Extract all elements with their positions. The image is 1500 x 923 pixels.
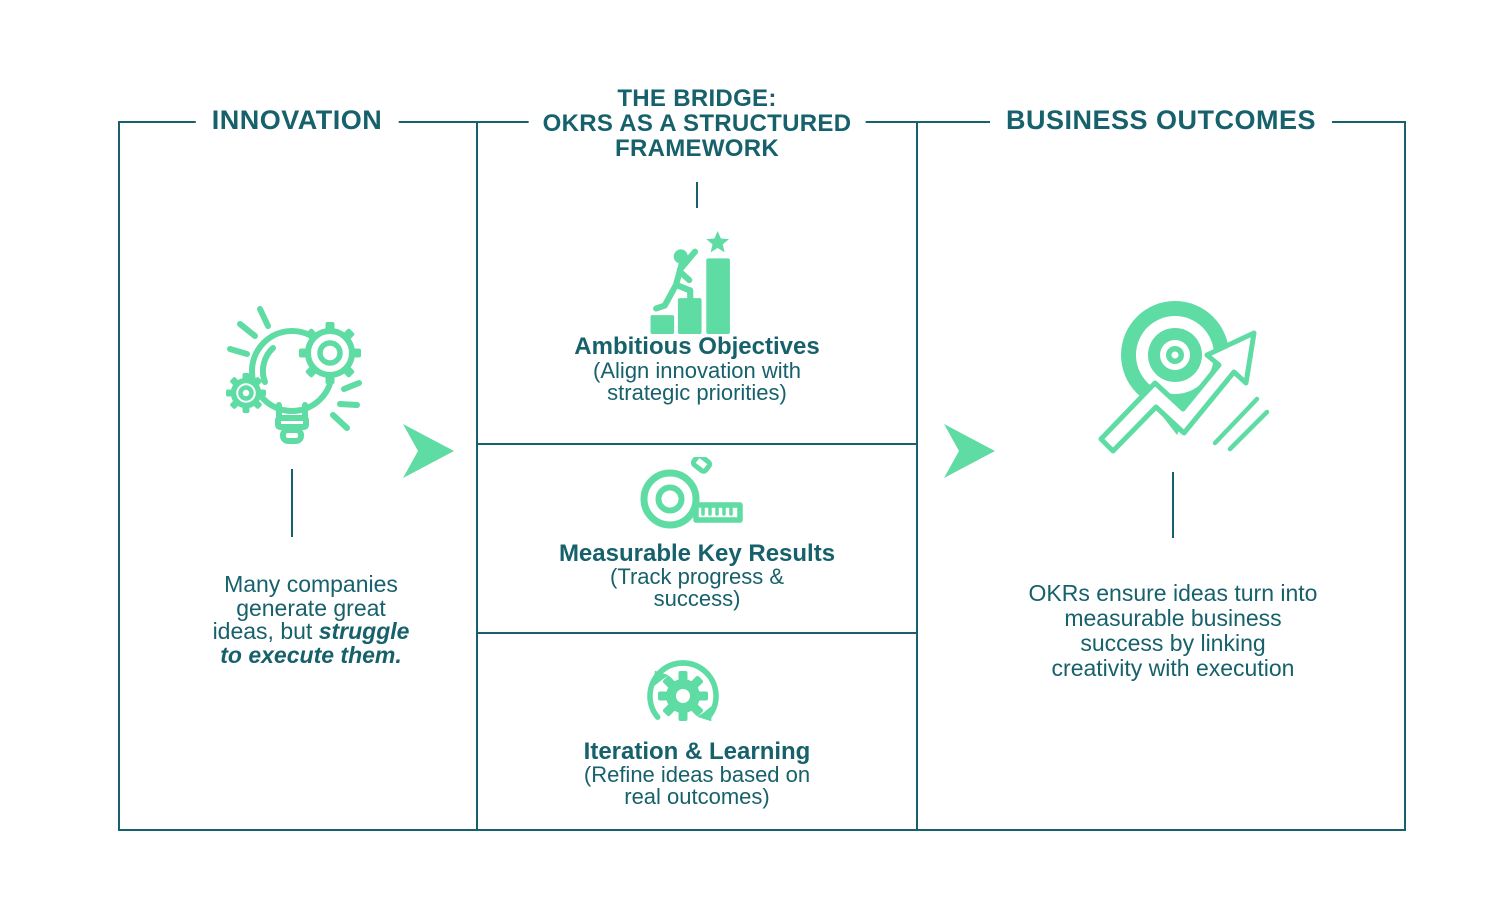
target-growth-arrow-icon <box>1097 293 1282 471</box>
bridge-title-line1: THE BRIDGE: <box>617 85 777 112</box>
bridge-item-3-heading: Iteration & Learning <box>583 738 811 765</box>
outcomes-desc-line3: success by linking <box>1080 630 1266 656</box>
outcomes-desc-line2: measurable business <box>1064 605 1282 631</box>
bridge-item-2-heading: Measurable Key Results <box>558 540 836 567</box>
innovation-desc-line2: generate great <box>236 594 386 621</box>
bridge-title-line3: FRAMEWORK <box>614 135 780 162</box>
outcomes-connector <box>1172 472 1174 538</box>
measuring-tape-icon <box>637 457 743 537</box>
column-divider-right <box>916 121 918 831</box>
lightbulb-gears-icon <box>212 293 377 458</box>
innovation-title: INNOVATION <box>195 104 399 137</box>
outcomes-desc-line4: creativity with execution <box>1051 655 1295 681</box>
bridge-item-2-subtext: (Track progress & success) <box>609 564 785 611</box>
flow-arrow-icon-right <box>939 421 997 481</box>
flow-arrow-icon-left <box>398 421 456 481</box>
bridge-row-divider-1 <box>477 443 917 445</box>
climb-growth-star-icon <box>644 230 744 334</box>
bridge-item-1-heading: Ambitious Objectives <box>574 333 820 360</box>
outcomes-title: BUSINESS OUTCOMES <box>989 104 1333 137</box>
column-divider-left <box>476 121 478 831</box>
innovation-connector <box>291 469 293 537</box>
innovation-desc-line3: ideas, but struggle <box>212 618 410 644</box>
bridge-title-line2: OKRS AS A STRUCTURED <box>542 110 852 137</box>
bridge-item-1-subtext: (Align innovation with strategic priorit… <box>593 358 801 405</box>
innovation-desc-line1: Many companies <box>224 571 398 597</box>
bridge-row-divider-2 <box>477 632 917 634</box>
bridge-title: THE BRIDGE: OKRS AS A STRUCTURED FRAMEWO… <box>528 85 866 162</box>
innovation-desc-line4: to execute them. <box>220 641 402 668</box>
innovation-description: Many companies generate great ideas, but… <box>212 571 410 668</box>
bridge-title-connector <box>696 182 698 208</box>
outcomes-desc-line1: OKRs ensure ideas turn into <box>1028 580 1318 606</box>
diagram-frame <box>118 121 1406 831</box>
bridge-item-3-subtext: (Refine ideas based on real outcomes) <box>583 762 811 809</box>
iteration-gears-icon <box>644 653 722 735</box>
outcomes-description: OKRs ensure ideas turn into measurable b… <box>1029 581 1318 681</box>
